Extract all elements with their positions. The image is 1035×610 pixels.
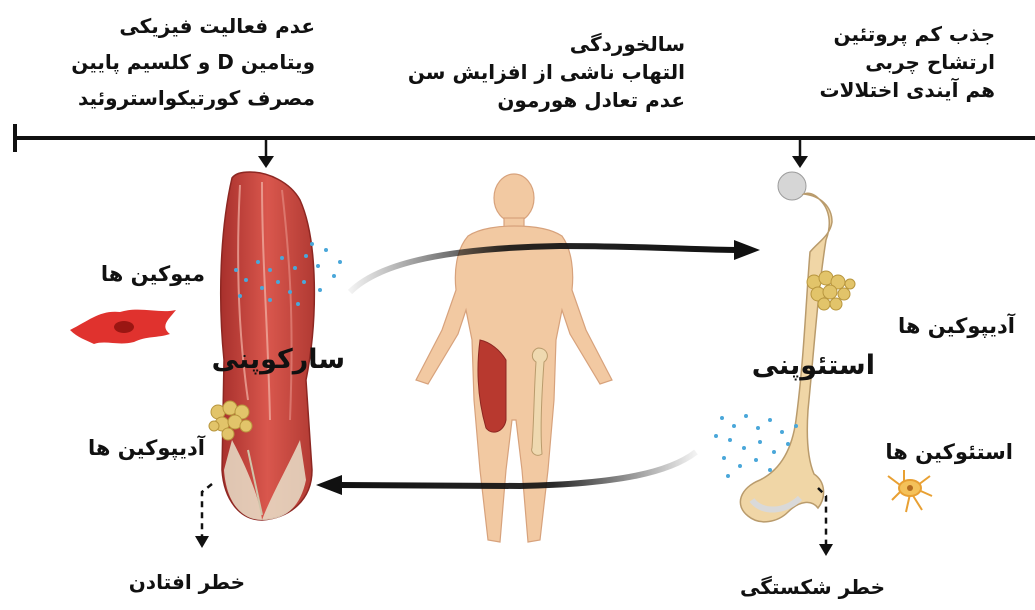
top-left-factors: عدم فعالیت فیزیکی ویتامین D و کلسیم پایی… (71, 8, 315, 116)
factor-line: عدم فعالیت فیزیکی (71, 8, 315, 44)
label-myokines: میوکین ها (101, 262, 205, 286)
factor-line: جذب کم پروتئین (820, 20, 996, 48)
factor-line: مصرف کورتیکواستروئید (71, 80, 315, 116)
factor-line: ارتشاح چربی (820, 48, 996, 76)
factor-line: سالخوردگی (408, 30, 685, 58)
label-osteokines: استئوکین ها (885, 440, 1013, 464)
top-right-factors: جذب کم پروتئین ارتشاح چربی هم آیندی اختل… (820, 20, 996, 104)
label-osteopenia: استئوپنی (752, 350, 875, 381)
factor-line: عدم تعادل هورمون (408, 86, 685, 114)
dashed-arrow-fall (195, 484, 212, 548)
factor-line: ویتامین D و کلسیم پایین (71, 44, 315, 80)
top-center-factors: سالخوردگی التهاب ناشی از افزایش سن عدم ت… (408, 30, 685, 114)
label-muscle-adipokines: آدیپوکین ها (88, 436, 205, 460)
label-sarcopenia: سارکوپنی (212, 344, 345, 375)
label-fracture-risk: خطر شکستگی (740, 575, 885, 599)
down-arrow-left (258, 140, 274, 168)
myocyte-cell (70, 310, 176, 344)
femur-bone-illustration (740, 172, 832, 522)
factor-line: التهاب ناشی از افزایش سن (408, 58, 685, 86)
osteocyte-cell (888, 470, 932, 512)
label-bone-adipokines: آدیپوکین ها (898, 314, 1015, 338)
label-fall-risk: خطر افتادن (129, 570, 245, 594)
timeline-bar (14, 124, 1035, 152)
down-arrow-right (792, 140, 808, 168)
factor-line: هم آیندی اختلالات (820, 76, 996, 104)
